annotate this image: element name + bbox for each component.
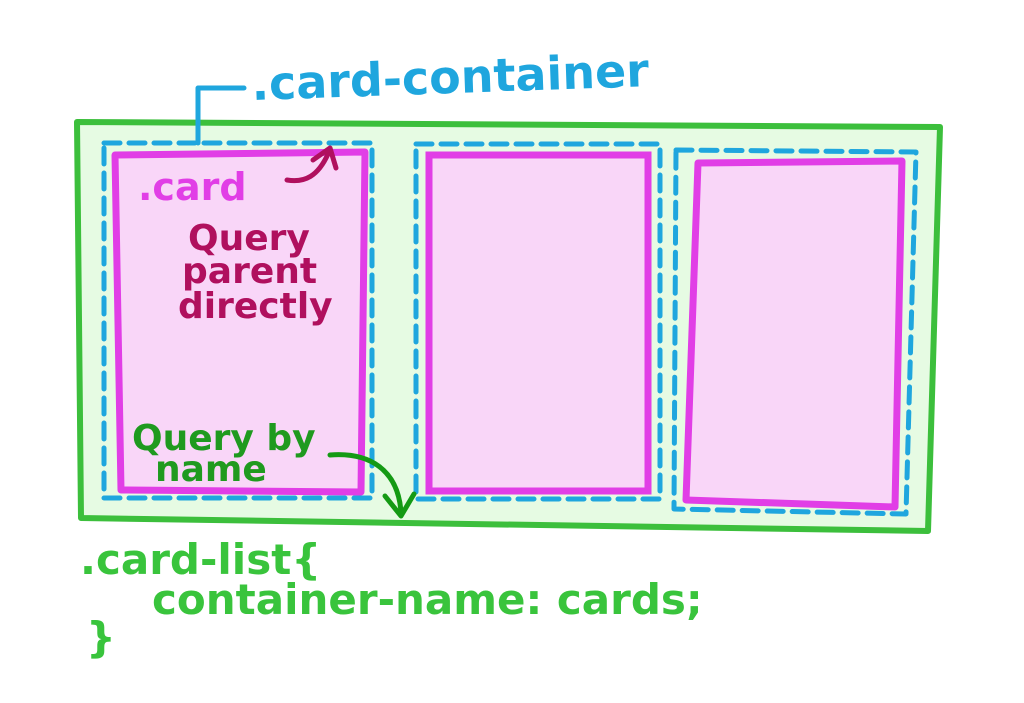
- query-parent-line-3: directly: [178, 286, 333, 327]
- card-3: [682, 157, 906, 511]
- card-container-bracket: [195, 85, 247, 146]
- query-name-line-2: name: [155, 449, 267, 490]
- code-line-1: .card-list{: [80, 535, 321, 584]
- card-container-1: [101, 140, 375, 501]
- code-line-3: }: [86, 613, 116, 662]
- name-arrow: [327, 452, 404, 515]
- name-arrow-head: [382, 491, 417, 519]
- code-line-2: container-name: cards;: [152, 575, 703, 624]
- query-name-line-1: Query by: [132, 418, 316, 459]
- query-parent-line-1: Query: [188, 218, 310, 259]
- card-1: [111, 148, 369, 496]
- card-container-label: .card-container: [250, 43, 649, 111]
- card-arrow: [284, 151, 331, 184]
- card-arrow-head: [310, 145, 339, 171]
- query-parent-line-2: parent: [182, 251, 317, 292]
- card-label: .card: [138, 165, 247, 209]
- card-container-3: [671, 147, 919, 517]
- card-2: [425, 151, 652, 495]
